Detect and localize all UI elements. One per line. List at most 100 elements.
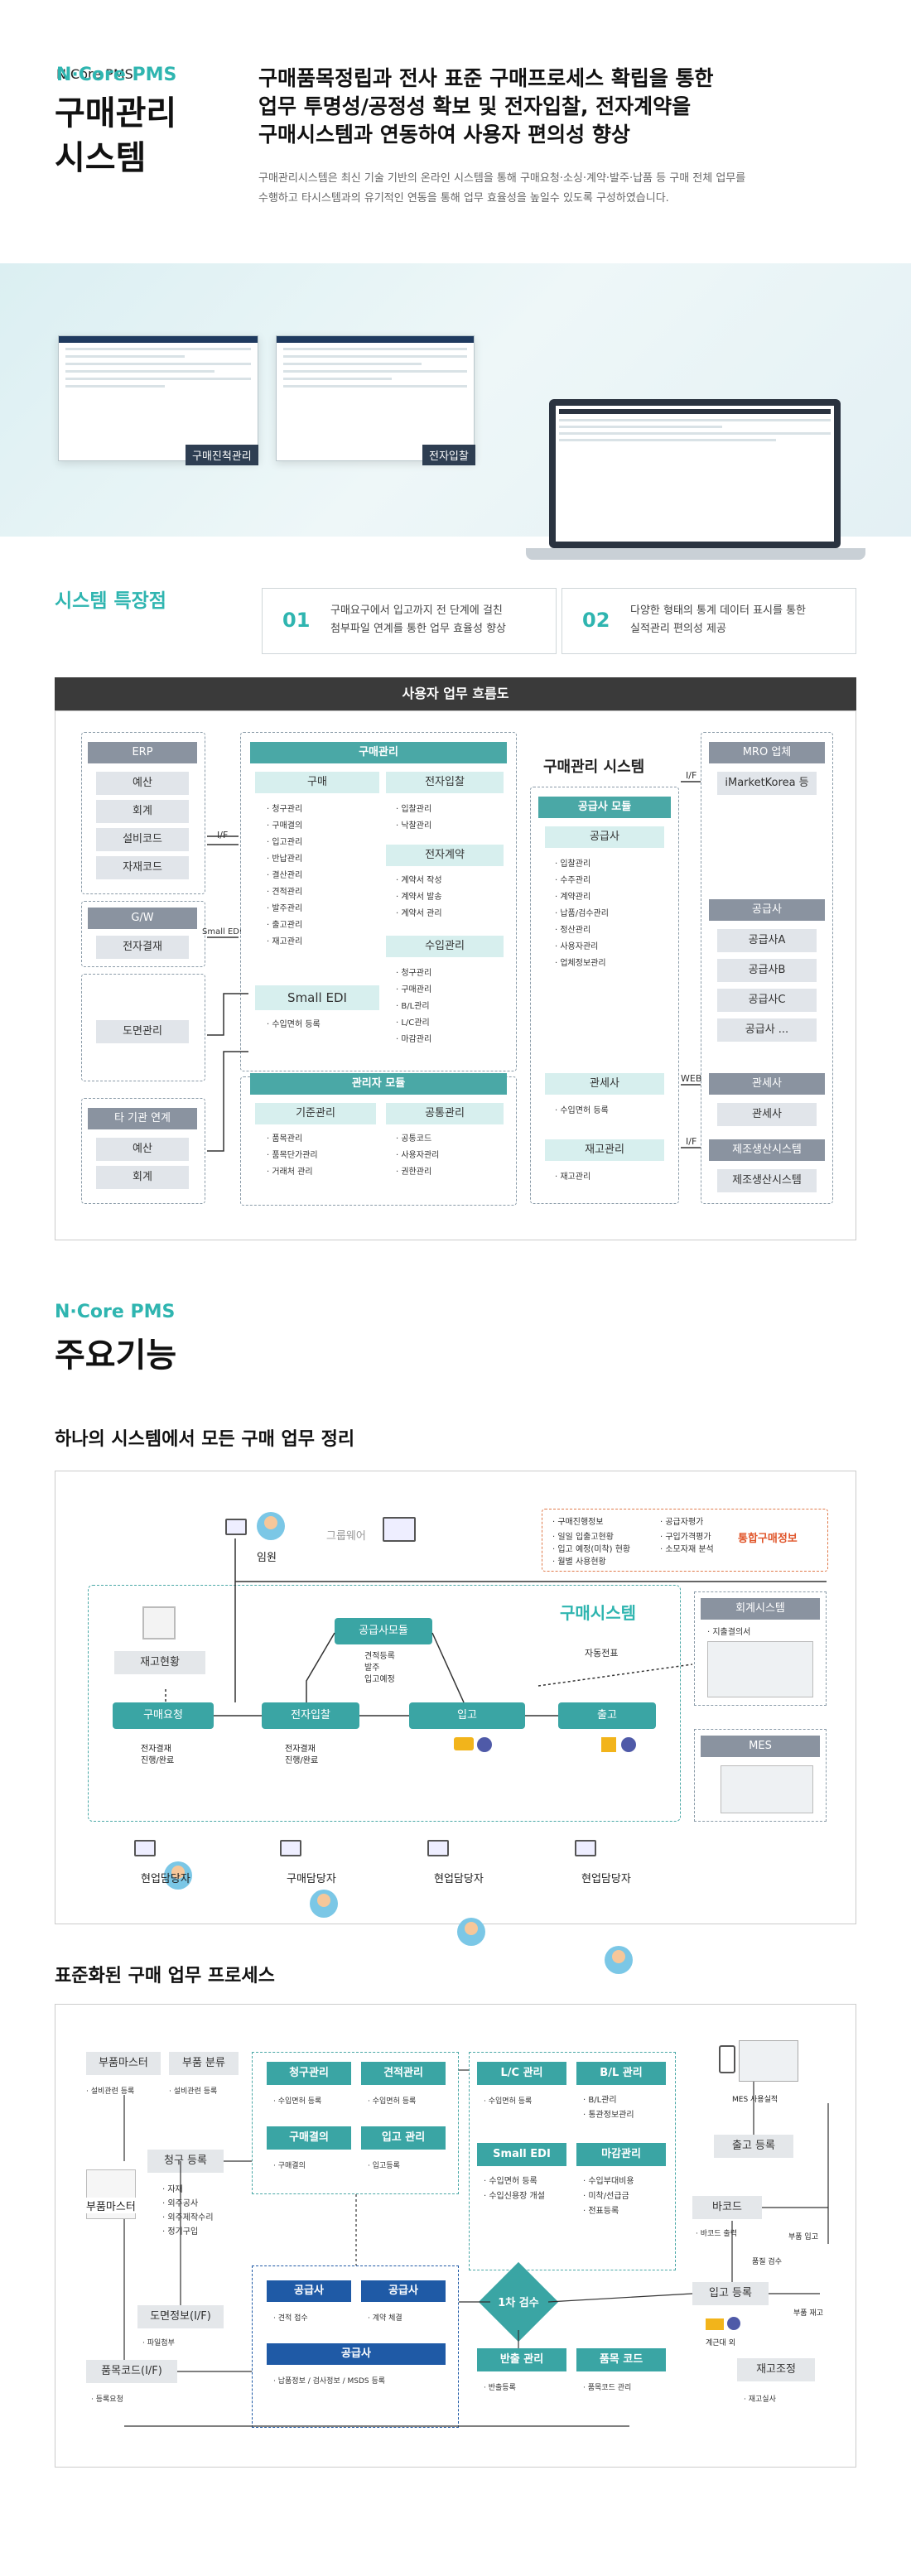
part-in: 부품 입고 [788,2233,818,2241]
system-area [88,1585,681,1822]
note-item: 월별 사용현황 [552,1556,630,1568]
request-btn[interactable]: 구매요청 [113,1702,214,1729]
stock-item: 재고관리 [555,1169,590,1186]
worker-icon-2 [621,1737,636,1752]
mfg-title: 제조생산시스템 [709,1139,825,1161]
feature-1-line2: 첨부파일 연계를 통한 업무 효율성 향상 [330,623,507,635]
claim-reg: 청구 등록 [147,2150,224,2173]
sedi-note: 수입신용장 개설 [484,2189,545,2204]
lc-mgmt: L/C 관리 [477,2062,566,2085]
other-item-budget: 예산 [96,1138,189,1161]
flow-arrows [207,781,701,1152]
stock-status: 재고현황 [114,1651,205,1674]
import-item: B/L관리 [396,999,431,1015]
supplier-note: 발주 [364,1664,380,1673]
supplier-b: 공급사B [717,959,817,982]
edi-title: Small EDI [255,985,379,1010]
other-item-accounting: 회계 [96,1166,189,1189]
accounting-note-text: 지출결의서 [707,1628,750,1637]
est-note: 수입면허 등록 [368,2093,417,2110]
code-note: 등록요청 [91,2391,123,2408]
buy-item: 결산관리 [267,868,302,884]
feature-card-2: 02 다양한 형태의 통계 데이터 표시를 통한 실적관리 편의성 제공 [562,588,856,654]
system-title: 구매관리 시스템 [543,758,645,776]
supplier-module-group [530,787,679,1204]
bid-title: 전자입찰 [386,772,504,793]
buy-item: 구매결의 [267,818,302,835]
overview-title: 하나의 시스템에서 모든 구매 업무 정리 [55,1429,355,1450]
overview-arrows [165,1538,827,1717]
return-note: 반출등록 [484,2380,516,2396]
notes-list-a: 구매진행정보 일일 입출고현황 입고 예정(미착) 현황 월별 사용현황 [552,1514,630,1568]
sup3-note: 납품정보 / 검사정보 / MSDS 등록 [273,2373,385,2390]
bl-note: 통관정보관리 [583,2108,634,2123]
gw-group [81,901,205,967]
req-note-line: 진행/완료 [141,1756,175,1765]
supplier-3: 공급사 [267,2343,446,2365]
drawing-mgmt: 도면관리 [96,1020,189,1043]
supplier-module-list: 입찰관리 수주관리 계약관리 납품/검수관리 정산관리 사용자관리 업체정보관리 [555,856,609,972]
features-title: 시스템 특장점 [55,590,166,612]
notes-box: 구매진행정보 일일 입출고현황 입고 예정(미착) 현황 월별 사용현황 공급자… [542,1509,828,1572]
part-master: 부품마스터 [86,2052,161,2075]
gw-item-approval: 전자결재 [96,936,189,959]
bl-note: B/L관리 [583,2093,634,2108]
supplier-module-btn[interactable]: 공급사모듈 [335,1618,432,1644]
common-item: 사용자관리 [396,1148,439,1164]
gw-title: G/W [88,908,197,929]
accounting-note: 지출결의서 [707,1625,750,1641]
note-item: 일일 입출고현황 [552,1531,630,1543]
contract-item: 계약서 작성 [396,873,441,889]
supplier-module-item: 납품/검수관리 [555,906,609,922]
buy-item: 반납관리 [267,851,302,868]
common-title: 공통관리 [386,1103,504,1124]
close-notes: 수입부대비용 미착/선급금 전표등록 [583,2174,634,2219]
if-label-right: I/F [686,770,697,781]
buy-item: 출고관리 [267,917,302,934]
buy-title: 구매 [255,772,379,793]
erp-group [81,732,205,894]
sedi-notes: 수입면허 등록 수입신용장 개설 [484,2174,545,2204]
worker-icon [477,1737,492,1752]
erp-item-material-code: 자재코드 [96,856,189,879]
close-note: 수입부대비용 [583,2174,634,2189]
est-mgmt: 견적관리 [361,2062,446,2085]
groupware-label: 그룹웨어 [326,1530,366,1543]
drawing-note: 파일첨부 [142,2335,175,2352]
import-title: 수입관리 [386,936,504,957]
contract-item: 계약서 관리 [396,906,441,922]
claim-item: 자재 [162,2183,214,2197]
mfg-item: 제조생산시스템 [717,1169,817,1192]
notes-list-b: 공급자평가 구입가격평가 소모자재 분석 [660,1514,713,1556]
part-class: 부품 분류 [169,2052,239,2075]
worker-icon-3 [727,2317,740,2330]
receive-btn[interactable]: 입고 [409,1702,525,1729]
person-1-label: 현업담당자 [141,1873,190,1885]
close-note: 미착/선급금 [583,2189,634,2204]
base-item: 품목단가관리 [267,1148,317,1164]
mes-screen-image [739,2040,798,2082]
release-btn[interactable]: 출고 [558,1702,656,1729]
supplier-module-item: 사용자관리 [555,939,609,956]
main-brand: N·Core PMS [55,1302,176,1322]
stock-note: 재고실사 [744,2391,776,2408]
contract-title: 전자계약 [386,845,504,866]
suppliers-title: 공급사 [709,899,825,921]
accounting-title: 회계시스템 [701,1598,820,1620]
ebid-btn[interactable]: 전자입찰 [262,1702,359,1729]
mes-image [721,1765,813,1813]
item-code-note: 품목코드 관리 [583,2380,632,2396]
supplier-a: 공급사A [717,929,817,952]
code-if: 품목코드(I/F) [86,2360,177,2383]
supplier-module-item: 수주관리 [555,873,609,889]
bid-item: 낙찰관리 [396,818,431,835]
doc-icon [601,1737,616,1752]
sup2-note: 계약 체결 [368,2310,402,2327]
screenshot-ebid [276,335,475,461]
supplier-module-item: 입찰관리 [555,856,609,873]
exec-avatar [257,1512,285,1540]
feature-card-1: 01 구매요구에서 입고까지 전 단계에 걸친 첨부파일 연계를 통한 업무 효… [262,588,557,654]
lc-note: 수입면허 등록 [484,2093,533,2110]
mes-group [694,1729,827,1822]
edi-list: 수입면허 등록 [267,1017,320,1033]
